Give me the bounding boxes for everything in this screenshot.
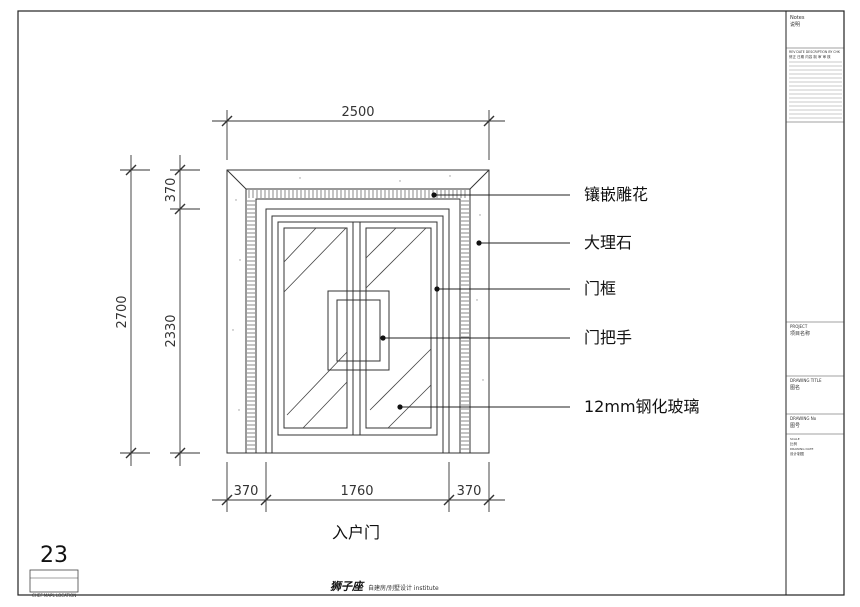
door-opening bbox=[265, 208, 450, 454]
door-frame bbox=[271, 215, 444, 454]
inlay-pattern bbox=[247, 190, 469, 450]
carved-inlay-band bbox=[245, 188, 471, 454]
location-box bbox=[29, 569, 79, 593]
svg-text:DRAWING TITLE: DRAWING TITLE bbox=[790, 378, 822, 383]
svg-text:修正 日期 内容 制 审 审 核: 修正 日期 内容 制 审 审 核 bbox=[789, 54, 831, 59]
callout-marble: 大理石 bbox=[584, 233, 632, 252]
sheet-number: 23 bbox=[40, 543, 68, 568]
callout-tempered-glass: 12mm钢化玻璃 bbox=[584, 397, 700, 416]
svg-text:Notes: Notes bbox=[790, 15, 805, 21]
svg-text:图名: 图名 bbox=[790, 384, 800, 391]
marble-texture bbox=[232, 175, 484, 411]
title-block: Notes 说明 REV DATE DESCRIPTION BY CHK 修正 … bbox=[786, 15, 844, 456]
dim-left-margin: 370 bbox=[234, 484, 259, 499]
svg-text:SCALE: SCALE bbox=[790, 437, 800, 441]
dim-door-height: 2330 bbox=[164, 314, 179, 347]
svg-text:PROJECT: PROJECT bbox=[790, 324, 808, 329]
callout-door-handle: 门把手 bbox=[584, 328, 632, 347]
dim-total-height: 2700 bbox=[115, 295, 130, 328]
callout-carved-inlay: 镶嵌雕花 bbox=[584, 185, 648, 204]
svg-text:设计制图: 设计制图 bbox=[790, 451, 804, 456]
dim-right-margin: 370 bbox=[457, 484, 482, 499]
glass-hatching bbox=[283, 227, 432, 429]
svg-text:比例: 比例 bbox=[790, 441, 798, 446]
svg-text:DRAWING No: DRAWING No bbox=[790, 416, 817, 421]
drawing-caption: 入户门 bbox=[332, 523, 380, 542]
door-elevation bbox=[226, 169, 490, 454]
location-box-label: CHEF MAPL LOCATION bbox=[32, 593, 76, 598]
svg-text:图号: 图号 bbox=[790, 423, 800, 429]
svg-text:项目名称: 项目名称 bbox=[790, 330, 810, 337]
dim-door-width: 1760 bbox=[340, 484, 373, 499]
dim-top-margin: 370 bbox=[164, 178, 179, 203]
brand-subtitle: 自建房/别墅设计 institute bbox=[368, 584, 439, 592]
callout-dots bbox=[380, 192, 482, 410]
dim-total-width: 2500 bbox=[341, 105, 374, 120]
callout-leaders bbox=[383, 194, 570, 408]
sheet-border bbox=[17, 10, 845, 596]
callout-door-frame: 门框 bbox=[584, 279, 616, 298]
svg-text:REV DATE DESCRIPTION BY CH: REV DATE DESCRIPTION BY CHK bbox=[789, 50, 841, 54]
svg-text:说明: 说明 bbox=[790, 21, 800, 28]
dimension-lines bbox=[120, 110, 505, 512]
brand-name: 狮子座 bbox=[330, 580, 365, 593]
door-handle bbox=[327, 290, 390, 371]
svg-text:DRAWING DATE: DRAWING DATE bbox=[790, 447, 813, 451]
